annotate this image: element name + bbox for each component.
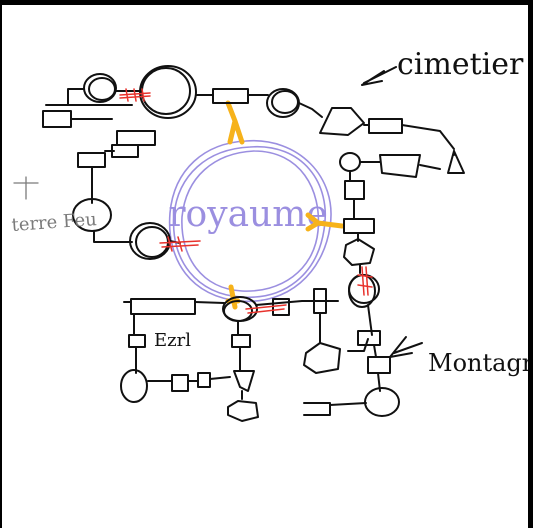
arrow-left-icon <box>13 176 39 200</box>
arrow-left-icon <box>361 66 397 86</box>
cemetery-label: cimetier <box>397 47 524 82</box>
top-right-network <box>195 88 465 336</box>
ice-label: Ezrl <box>154 330 191 351</box>
arrow-left-icon <box>389 336 423 358</box>
fire-land-label: terre Feu <box>11 209 97 236</box>
kingdom-label: royaume <box>168 194 327 235</box>
top-left-network <box>42 65 197 260</box>
mountain-label: Montagne <box>428 349 528 377</box>
drawing-canvas[interactable]: royaume <box>2 5 528 528</box>
sketch-map: royaume <box>11 47 528 422</box>
blocked-links <box>119 88 373 314</box>
bottom-network <box>120 288 400 422</box>
